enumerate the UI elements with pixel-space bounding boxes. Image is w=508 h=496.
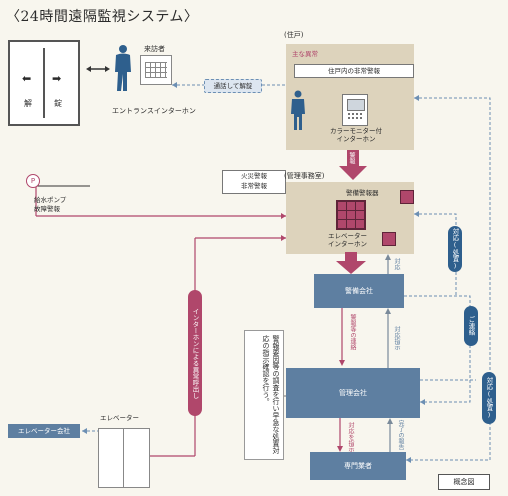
elevator-intercom-label: エレベーター インターホン — [328, 232, 367, 248]
elevator-company-box: エレベーター会社 — [8, 424, 80, 438]
response-label: 対応 — [393, 258, 400, 270]
visitor-label: 来訪者 — [144, 45, 165, 53]
alarm-contact-label: 警報等の連絡 — [349, 314, 356, 350]
response-handling-pill-2: 対応(処置) — [482, 372, 496, 424]
emergency-alarm-label: 非常警報 — [241, 182, 267, 190]
elevator-intercom-indicator-icon — [382, 232, 396, 246]
elevator-intercom-label-line2: インターホン — [328, 240, 367, 248]
dwelling-alarm-label: 住戸内の非常警報 — [294, 64, 414, 78]
response-handling-pill-1: 対応(処置) — [448, 226, 462, 272]
management-office-heading: (管理事務室) — [284, 172, 325, 180]
automatic-door: ⬅ ➡ 解 錠 — [8, 40, 80, 126]
color-monitor-label-line1: カラーモニター付 — [330, 127, 382, 135]
alarm-down-arrow-icon — [339, 150, 367, 180]
door-visitor-arrow — [86, 66, 110, 72]
concept-diagram-label: 概念図 — [438, 474, 490, 490]
speaker-grille — [347, 112, 363, 121]
diagram-title: 〈24時間遠隔監視システム〉 — [6, 9, 199, 25]
contact-pill: ご連絡 — [464, 306, 478, 346]
visitor-figure-icon — [115, 45, 131, 91]
elevator-label: エレベーター — [100, 414, 139, 422]
down-arrow-to-security-icon — [336, 252, 366, 274]
elevator-icon — [98, 428, 150, 488]
security-alarm-label: 警備警報器 — [346, 189, 379, 197]
color-monitor-label: カラーモニター付 インターホン — [330, 127, 382, 143]
elevator-door-divider — [123, 429, 124, 487]
fire-alarm-label: 火災警報 — [241, 172, 267, 180]
pump-failure-label: 給水ポンプ 故障警報 — [34, 196, 66, 214]
response-instruction-label: 対応指示 — [393, 326, 400, 350]
response-instruction-label-2: 対応を指示 — [347, 422, 354, 452]
completion-report-label: 完了の報告 — [397, 420, 404, 450]
alarm-arrow-label: 警報 — [348, 152, 355, 164]
resident-figure-icon — [291, 90, 305, 130]
door-right-label: 錠 — [54, 99, 62, 108]
security-company-box: 警備会社 — [314, 274, 404, 308]
entrance-intercom-device — [140, 55, 172, 85]
investigation-note: 警報要因等の調査を行い早急な処置対応の指示確認を行う。 — [244, 330, 284, 460]
monitor-screen — [347, 99, 365, 111]
call-unlock-pill: 通話して解錠 — [204, 79, 262, 93]
pump-icon: P — [26, 174, 40, 188]
entrance-intercom-label: エントランスインターホン — [112, 107, 196, 115]
elevator-intercom-label-line1: エレベーター — [328, 232, 367, 240]
management-company-box: 管理会社 — [286, 368, 420, 418]
door-left-label: 解 — [24, 99, 32, 108]
pump-label-line1: 給水ポンプ — [34, 196, 67, 204]
intercom-call-pill: インターホンによる異常呼出し — [188, 290, 202, 416]
fire-alarm-box: 火災警報 非常警報 — [222, 170, 286, 194]
specialist-contractor-box: 専門業者 — [310, 452, 406, 480]
dwelling-heading: (住戸) — [284, 31, 304, 39]
pump-label-line2: 故障警報 — [34, 205, 60, 213]
keypad-icon — [145, 62, 167, 78]
color-monitor-intercom-device — [342, 94, 368, 126]
arrow-right-icon: ➡ — [52, 72, 62, 85]
color-monitor-label-line2: インターホン — [336, 135, 376, 143]
door-divider — [43, 48, 45, 118]
arrow-left-icon: ⬅ — [22, 72, 32, 85]
main-abnormality-label: 主な異常 — [292, 50, 318, 58]
alarm-indicator-icon — [400, 190, 414, 204]
alarm-panel-grid-icon — [336, 200, 366, 230]
